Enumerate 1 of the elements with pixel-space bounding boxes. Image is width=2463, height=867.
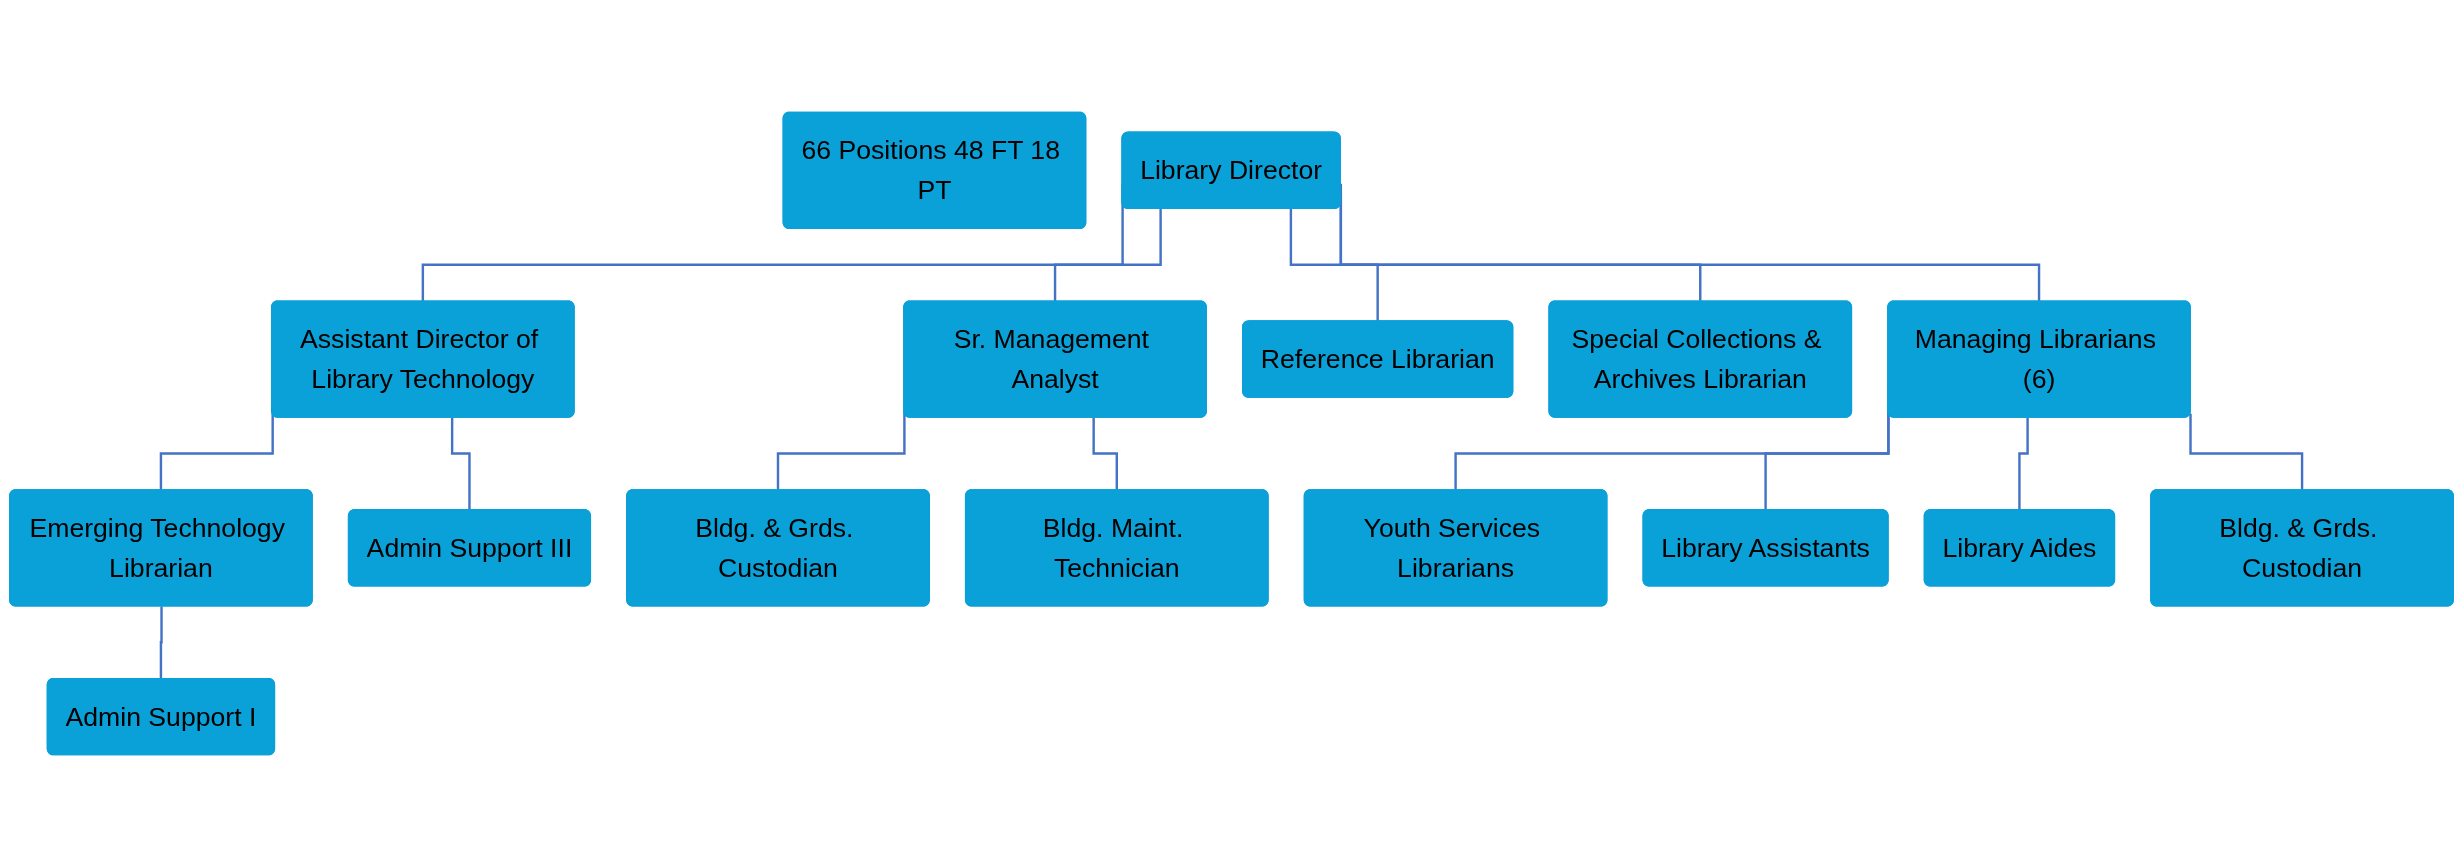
connector [1053,209,1162,303]
